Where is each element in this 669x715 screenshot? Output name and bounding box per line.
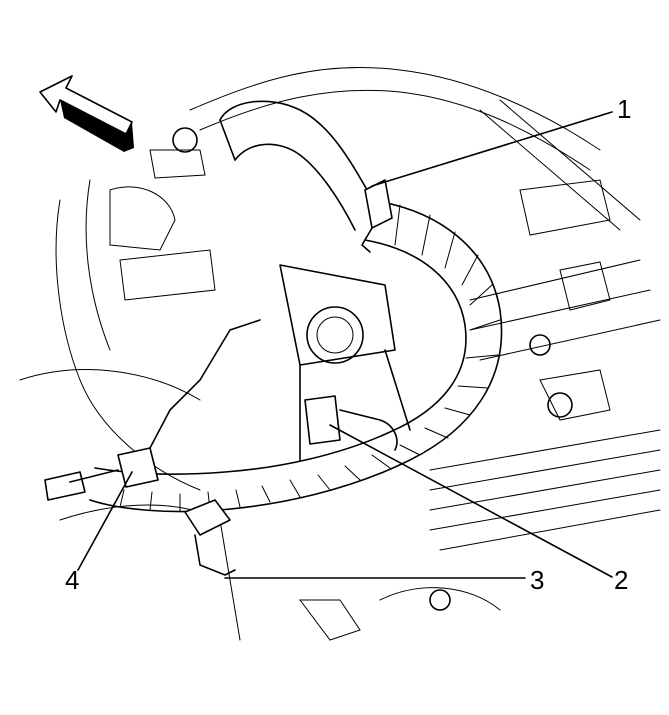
electrical-connector-center: [304, 395, 398, 451]
electrical-connector-left: [44, 319, 261, 501]
leader-lines: [77, 111, 613, 579]
upper-hose: [219, 100, 371, 231]
hose-clamp-upper: [361, 179, 393, 253]
callout-number-2: 2: [614, 565, 628, 595]
callout-number-3: 3: [530, 565, 544, 595]
hose-clamp-lower: [184, 499, 236, 576]
callout-number-1: 1: [617, 94, 631, 124]
engine-background-linework: [19, 66, 661, 641]
callout-number-4: 4: [65, 565, 79, 595]
sensor-housing: [279, 264, 411, 461]
front-direction-arrow-icon: [39, 75, 134, 152]
